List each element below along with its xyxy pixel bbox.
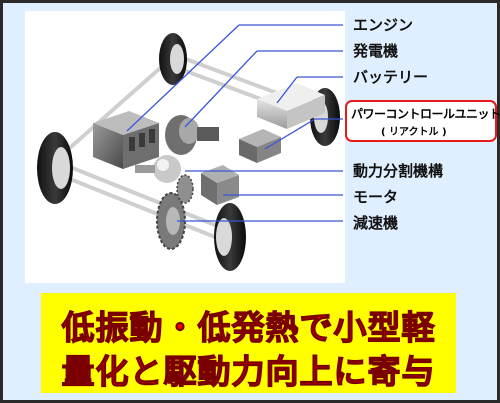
wheel-rear-left (159, 33, 187, 85)
power-split-shape (135, 155, 181, 183)
pcu-shape (239, 129, 281, 163)
banner-line-1: 低振動・低発熱で小型軽 (61, 307, 436, 347)
battery-shape (257, 83, 325, 129)
label-power-split: 動力分割機構 (353, 162, 444, 180)
pcu-label-line1: パワーコントロールユニット (351, 107, 500, 121)
engine-shape (93, 111, 159, 169)
summary-banner: 低振動・低発熱で小型軽 量化と駆動力向上に寄与 (41, 293, 456, 393)
motor-shape (201, 165, 239, 205)
label-reducer: 減速機 (353, 214, 399, 232)
drivetrain-svg (37, 24, 343, 271)
label-motor: モータ (353, 188, 399, 206)
wheel-front-left (37, 132, 73, 204)
label-power-control-unit: パワーコントロールユニット ( リアクトル ) (345, 100, 500, 142)
drivetrain-illustration (25, 11, 345, 283)
wheel-front-right (214, 203, 246, 271)
label-battery: バッテリー (353, 68, 429, 86)
label-engine: エンジン (353, 16, 414, 34)
label-generator: 発電機 (353, 42, 399, 60)
banner-line-2: 量化と駆動力向上に寄与 (61, 351, 436, 391)
leader-lines (126, 24, 343, 222)
pcu-label-line2: ( リアクトル ) (381, 127, 447, 138)
generator-shape (165, 115, 219, 155)
